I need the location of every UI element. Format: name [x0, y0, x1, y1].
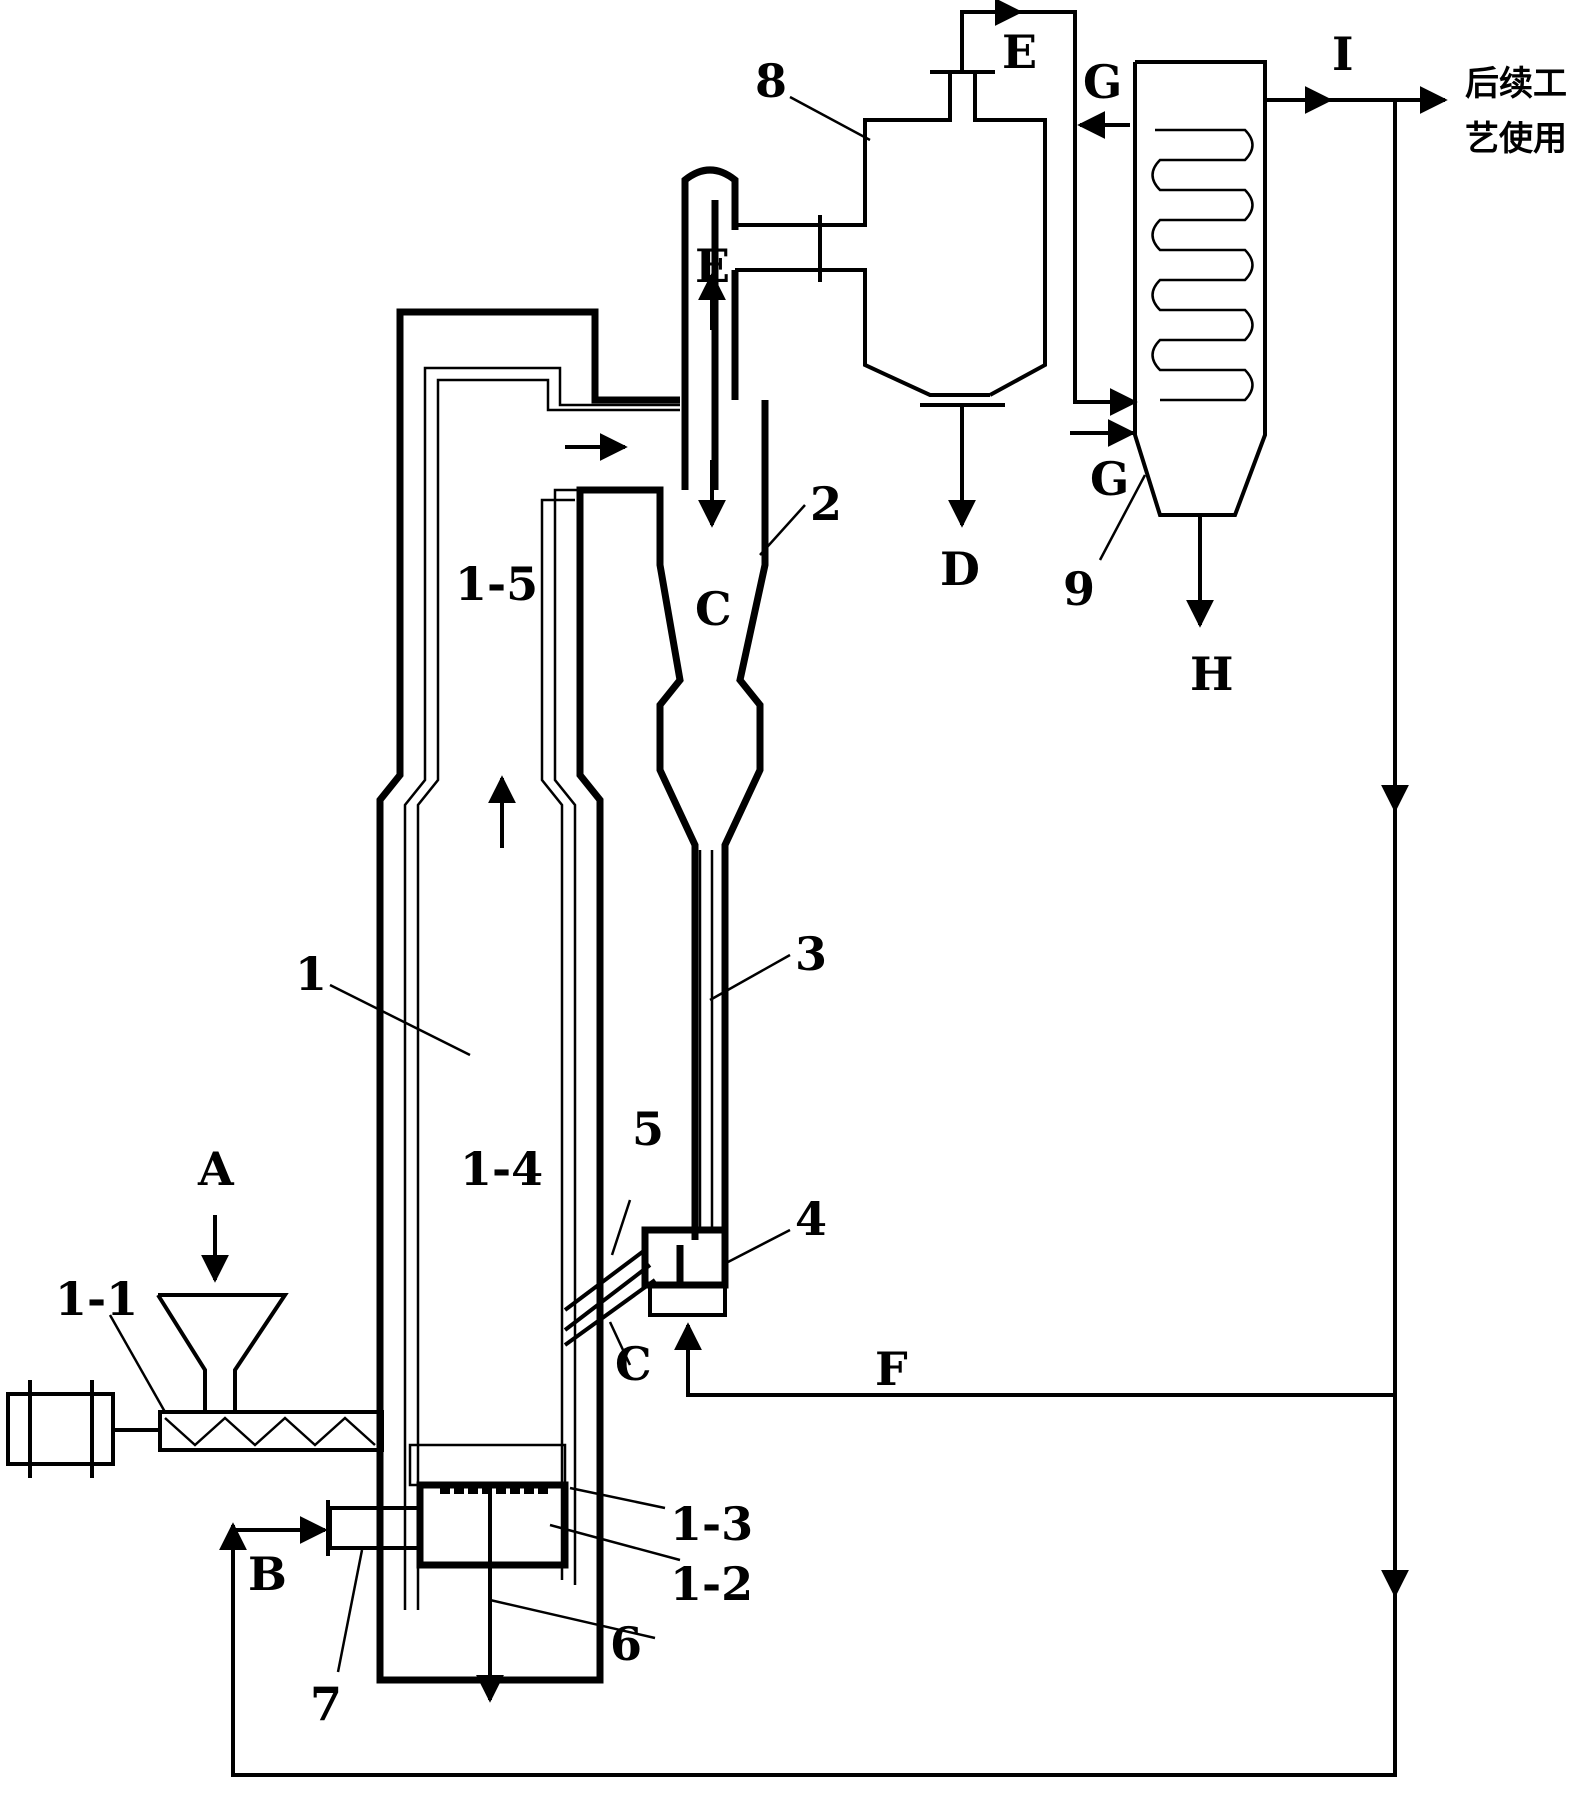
label-screw-feeder-1-1: 1-1: [55, 1272, 138, 1326]
gas-distributor: [408, 1443, 569, 1569]
stream-G-bottom: G: [1090, 452, 1129, 506]
downstream-note-line1: 后续工: [1465, 64, 1567, 104]
label-discharge-6: 6: [610, 1617, 642, 1671]
label-cyclone-2: 2: [810, 477, 842, 531]
label-heat-exchanger-9: 9: [1063, 562, 1095, 616]
stream-I: I: [1332, 27, 1354, 81]
stream-E-cyclone: E: [695, 239, 730, 293]
cyclone-separator: [656, 166, 769, 1240]
stream-C-bottom: C: [615, 1337, 652, 1391]
stream-H: H: [1190, 647, 1233, 701]
stream-G-top: G: [1083, 55, 1122, 109]
leader-lines: [108, 95, 1147, 1673]
heat-exchanger: [1070, 60, 1448, 628]
stream-E-top: E: [1002, 25, 1037, 79]
loop-seal: [563, 1226, 729, 1347]
label-dipleg-3: 3: [795, 927, 827, 981]
label-gas-inlet-7: 7: [310, 1677, 342, 1731]
screw-feeder: [6, 1293, 384, 1478]
stream-B: B: [248, 1547, 287, 1601]
downstream-note-line2: 艺使用: [1465, 119, 1567, 159]
label-lining-1-4: 1-4: [460, 1142, 543, 1196]
label-return-leg-5: 5: [632, 1102, 664, 1156]
stream-A: A: [197, 1142, 235, 1196]
label-lining-1-5: 1-5: [455, 557, 538, 611]
label-distributor-1-3: 1-3: [670, 1497, 753, 1551]
stream-F: F: [875, 1342, 908, 1396]
label-riser-1: 1: [295, 947, 327, 1001]
recycle-lines: [219, 100, 1409, 1777]
label-separator-8: 8: [755, 54, 787, 108]
stream-D: D: [940, 542, 980, 596]
stream-C-top: C: [695, 582, 732, 636]
gas-inlet-pipe: [326, 1500, 422, 1556]
label-loop-seal-4: 4: [795, 1192, 827, 1246]
riser-reactor: [376, 308, 680, 1684]
label-plenum-1-2: 1-2: [670, 1557, 753, 1611]
separator-vessel: [735, 0, 1138, 528]
